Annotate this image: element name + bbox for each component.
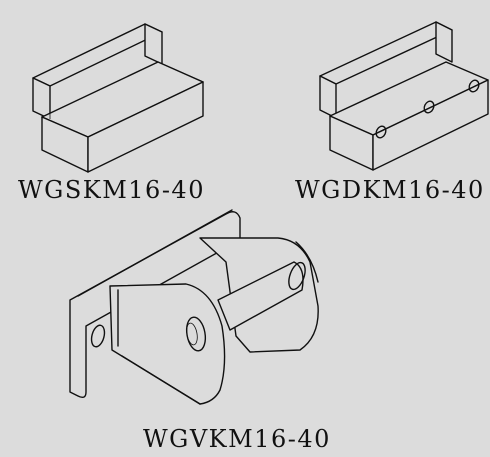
part-label-wgskm16-40: WGSKM16-40: [18, 176, 205, 204]
part-label-wgvkm16-40: WGVKM16-40: [143, 425, 331, 453]
part-wgdkm16-40-drawing: [319, 21, 489, 171]
part-label-wgdkm16-40: WGDKM16-40: [295, 176, 485, 204]
part-wgvkm16-40-drawing: [69, 209, 319, 405]
part-wgskm16-40-drawing: [32, 23, 204, 173]
